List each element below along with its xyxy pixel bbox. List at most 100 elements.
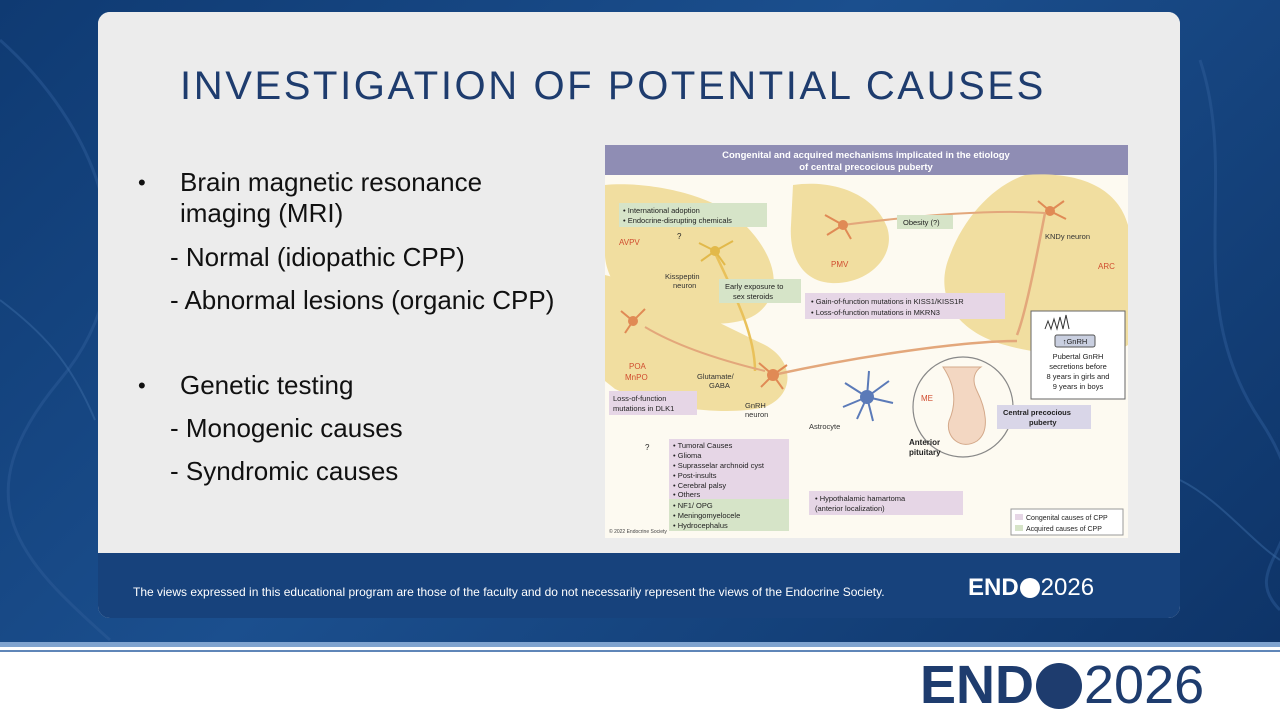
svg-text:• Loss-of-function mutations i: • Loss-of-function mutations in MKRN3 bbox=[811, 308, 940, 317]
pmv-region bbox=[790, 183, 889, 284]
logo-globe-icon bbox=[1036, 663, 1083, 709]
cpp-mechanism-figure: Congenital and acquired mechanisms impli… bbox=[605, 145, 1128, 538]
box-tumoral-causes bbox=[669, 439, 789, 499]
slide-content: INVESTIGATION OF POTENTIAL CAUSES • Brai… bbox=[98, 12, 1180, 553]
svg-text:(anterior localization): (anterior localization) bbox=[815, 504, 885, 513]
logo-word: END bbox=[968, 574, 1019, 601]
svg-text:puberty: puberty bbox=[1029, 418, 1057, 427]
label-kisspeptin: Kisspeptin bbox=[665, 272, 700, 281]
logo-word: END bbox=[920, 655, 1035, 715]
box-adoption bbox=[619, 203, 767, 227]
kndy-neuron-icon bbox=[1037, 200, 1067, 220]
box-hamartoma bbox=[809, 491, 963, 515]
disclaimer-text: The views expressed in this educational … bbox=[133, 585, 885, 599]
label-anterior: Anterior bbox=[909, 438, 940, 447]
svg-text:8 years in girls and: 8 years in girls and bbox=[1047, 372, 1110, 381]
figure-copyright: © 2022 Endocrine Society bbox=[609, 528, 667, 535]
label-mnpo: MnPO bbox=[625, 373, 648, 382]
pmv-neuron-icon bbox=[824, 214, 852, 240]
svg-text:• Suprasselar archnoid cyst: • Suprasselar archnoid cyst bbox=[673, 461, 765, 470]
pituitary-icon bbox=[942, 366, 986, 445]
label-astrocyte: Astrocyte bbox=[809, 422, 840, 431]
label-glutamate: Glutamate/ bbox=[697, 372, 735, 381]
box-cpp bbox=[997, 405, 1091, 429]
logo-year: 2026 bbox=[1040, 574, 1095, 601]
svg-text:• Cerebral palsy: • Cerebral palsy bbox=[673, 481, 726, 490]
bullet-marker: • bbox=[138, 170, 146, 195]
label-me: ME bbox=[921, 394, 933, 403]
slide-card: INVESTIGATION OF POTENTIAL CAUSES • Brai… bbox=[98, 12, 1180, 618]
slide-footer bbox=[98, 553, 1180, 618]
kisspeptin-neuron-icon bbox=[698, 240, 734, 266]
gnrh-pill bbox=[1054, 334, 1096, 348]
label-kndy: KNDy neuron bbox=[1045, 232, 1090, 241]
poa-neuron-icon bbox=[620, 308, 646, 334]
box-gain-of-function bbox=[805, 293, 1005, 319]
label-gnrh: GnRH bbox=[745, 401, 766, 410]
slide-background: INVESTIGATION OF POTENTIAL CAUSES • Brai… bbox=[0, 0, 1280, 642]
svg-text:Loss-of-function: Loss-of-function bbox=[613, 394, 666, 403]
bullet-marker: • bbox=[138, 373, 146, 398]
figure-legend bbox=[1010, 508, 1124, 536]
subitem-normal: - Normal (idiopathic CPP) bbox=[170, 242, 465, 272]
poa-region bbox=[605, 275, 788, 411]
svg-text:• Tumoral Causes: • Tumoral Causes bbox=[673, 441, 733, 450]
box-obesity bbox=[897, 215, 953, 229]
svg-text:• Meningomyelocele: • Meningomyelocele bbox=[673, 511, 740, 520]
label-gnrh-neuron: neuron bbox=[745, 410, 768, 419]
pulse-wave-icon bbox=[1044, 314, 1070, 331]
svg-text:Congenital causes of CPP: Congenital causes of CPP bbox=[1026, 515, 1108, 522]
svg-text:• Endocrine-disrupting chemica: • Endocrine-disrupting chemicals bbox=[623, 216, 732, 225]
svg-text:• Gain-of-function mutations i: • Gain-of-function mutations in KISS1/KI… bbox=[811, 297, 964, 306]
svg-text:secretions before: secretions before bbox=[1049, 362, 1107, 371]
svg-text:• International adoption: • International adoption bbox=[623, 206, 700, 215]
label-kisspeptin-neuron: neuron bbox=[673, 281, 696, 290]
subitem-syndromic: - Syndromic causes bbox=[170, 456, 399, 486]
bullet-mri: Brain magnetic resonance bbox=[180, 167, 483, 197]
divider bbox=[0, 650, 1280, 652]
svg-text:mutations in DLK1: mutations in DLK1 bbox=[613, 404, 674, 413]
svg-text:Pubertal GnRH: Pubertal GnRH bbox=[1053, 352, 1104, 361]
astrocyte-icon bbox=[842, 370, 894, 422]
svg-text:Central precocious: Central precocious bbox=[1003, 408, 1071, 417]
label-arc: ARC bbox=[1098, 262, 1115, 271]
question-mark-2: ? bbox=[645, 443, 650, 452]
svg-text:Acquired causes of CPP: Acquired causes of CPP bbox=[1026, 526, 1102, 533]
svg-text:9 years in boys: 9 years in boys bbox=[1053, 382, 1104, 391]
divider bbox=[0, 642, 1280, 647]
subitem-abnormal: - Abnormal lesions (organic CPP) bbox=[170, 285, 555, 315]
svg-text:Early exposure to: Early exposure to bbox=[725, 282, 783, 291]
figure-title-line1: Congenital and acquired mechanisms impli… bbox=[722, 150, 1010, 161]
svg-text:• Hydrocephalus: • Hydrocephalus bbox=[673, 521, 728, 530]
label-gaba: GABA bbox=[709, 381, 730, 390]
box-dlk1 bbox=[609, 391, 697, 415]
svg-text:• NF1/ OPG: • NF1/ OPG bbox=[673, 501, 713, 510]
background-neuron-pattern bbox=[0, 38, 1280, 642]
label-pmv: PMV bbox=[831, 260, 849, 269]
endo-logo-large: END 2026 bbox=[920, 654, 1204, 716]
bottom-brand-strip: END 2026 bbox=[0, 642, 1280, 720]
svg-text:↑GnRH: ↑GnRH bbox=[1063, 337, 1088, 346]
gnrh-neuron-icon bbox=[758, 362, 788, 390]
svg-text:• Post-insults: • Post-insults bbox=[673, 471, 717, 480]
bullet-genetic: Genetic testing bbox=[180, 370, 354, 400]
logo-globe-icon bbox=[1019, 578, 1040, 598]
svg-text:• Hypothalamic hamartoma: • Hypothalamic hamartoma bbox=[815, 494, 906, 503]
svg-text:• Glioma: • Glioma bbox=[673, 451, 702, 460]
endo-logo-small: END 2026 bbox=[968, 574, 1094, 602]
svg-text:• Others: • Others bbox=[673, 490, 700, 499]
figure-title-bar bbox=[605, 145, 1128, 175]
bullet-mri-continuation: imaging (MRI) bbox=[180, 198, 344, 228]
box-early-exposure bbox=[719, 279, 801, 303]
box-nf1 bbox=[669, 499, 789, 531]
label-pituitary: pituitary bbox=[909, 448, 941, 457]
question-mark-1: ? bbox=[677, 232, 682, 241]
svg-text:Obesity (?): Obesity (?) bbox=[903, 218, 940, 227]
figure-title-line2: of central precocious puberty bbox=[799, 162, 933, 173]
slide-title: INVESTIGATION OF POTENTIAL CAUSES bbox=[180, 64, 1046, 108]
label-avpv: AVPV bbox=[619, 238, 640, 247]
logo-year: 2026 bbox=[1084, 655, 1205, 715]
subitem-monogenic: - Monogenic causes bbox=[170, 413, 403, 443]
label-poa: POA bbox=[629, 362, 647, 371]
svg-text:sex steroids: sex steroids bbox=[733, 292, 773, 301]
